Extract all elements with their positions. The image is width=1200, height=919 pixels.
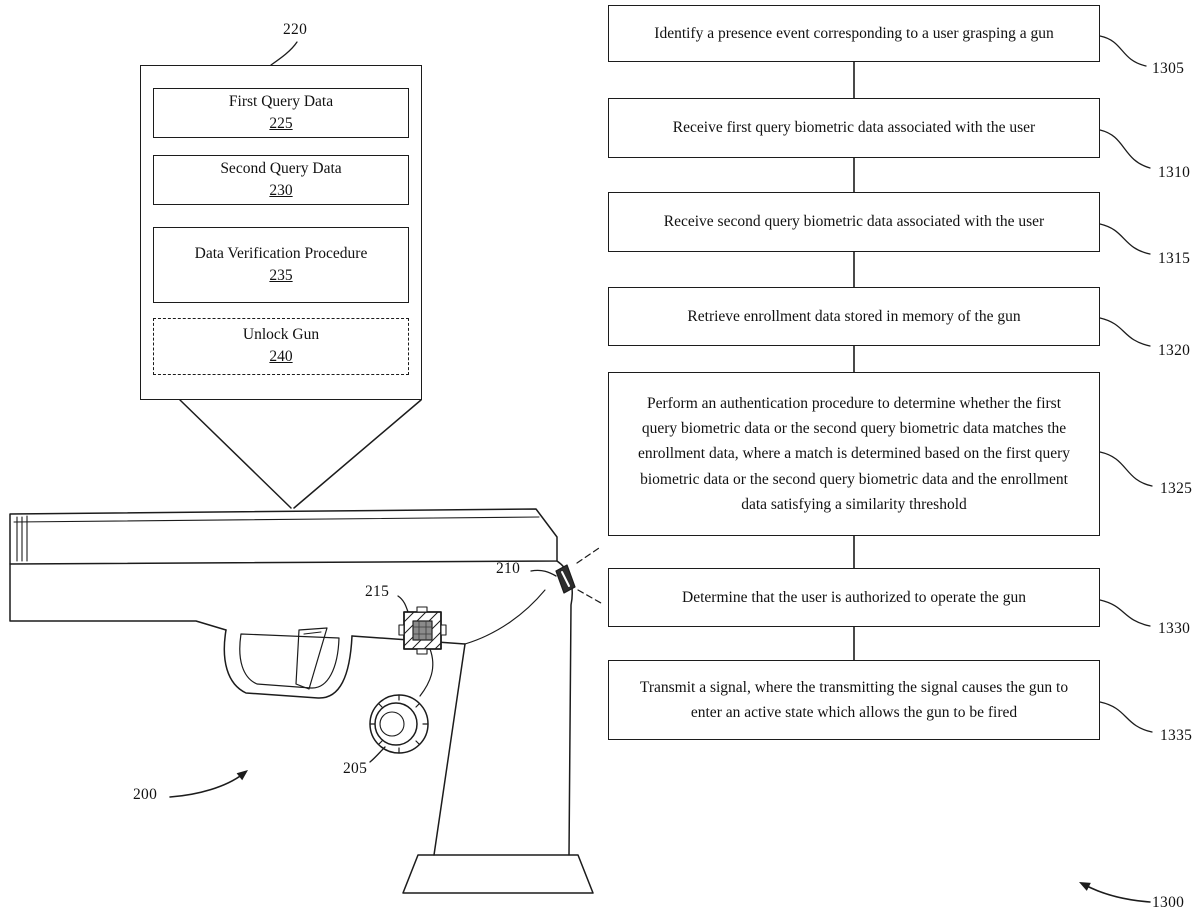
flow-step-text: Identify a presence event corresponding …: [654, 24, 1054, 42]
flow-step-identify-presence: Identify a presence event corresponding …: [608, 5, 1100, 62]
flow-step-determine-authorized: Determine that the user is authorized to…: [608, 568, 1100, 627]
arrow-200: [169, 770, 248, 798]
leader-220: [270, 41, 298, 66]
flow-step-receive-first-query: Receive first query biometric data assoc…: [608, 98, 1100, 158]
flow-step-text: Determine that the user is authorized to…: [682, 588, 1026, 606]
memory-item-title: Data Verification Procedure: [194, 244, 368, 262]
memory-item-data-verification: Data Verification Procedure 235: [153, 227, 409, 303]
ref-label-1325: 1325: [1160, 480, 1193, 497]
memory-item-ref: 235: [269, 266, 293, 284]
memory-item-ref: 230: [269, 181, 293, 199]
ref-label-1320: 1320: [1158, 342, 1191, 359]
ref-label-1300: 1300: [1152, 894, 1185, 911]
ref-label-205: 205: [343, 760, 368, 777]
memory-item-unlock-gun: Unlock Gun 240: [153, 318, 409, 375]
memory-item-ref: 225: [269, 114, 293, 132]
memory-item-title: Second Query Data: [220, 159, 342, 177]
leader-215: [397, 595, 409, 613]
ref-label-210: 210: [496, 560, 521, 577]
ref-label-215: 215: [365, 583, 390, 600]
flow-leader-lines: [1099, 35, 1153, 733]
memory-item-ref: 240: [269, 348, 293, 365]
ref-label-1335: 1335: [1160, 727, 1193, 744]
leader-205: [369, 746, 386, 763]
callout-triangle: [179, 399, 422, 509]
lens-icon: [369, 694, 429, 754]
arrow-1300: [1079, 882, 1151, 903]
ref-label-200: 200: [133, 786, 158, 803]
flow-step-retrieve-enrollment: Retrieve enrollment data stored in memor…: [608, 287, 1100, 346]
flow-step-text: Receive first query biometric data assoc…: [672, 119, 1036, 137]
ref-label-1315: 1315: [1158, 250, 1191, 267]
flow-step-authentication-procedure: Perform an authentication procedure to d…: [608, 372, 1100, 536]
flow-step-receive-second-query: Receive second query biometric data asso…: [608, 192, 1100, 252]
memory-item-title: First Query Data: [228, 92, 334, 110]
part-leader-lines: [369, 569, 557, 763]
flow-step-text: Retrieve enrollment data stored in memor…: [687, 307, 1021, 325]
memory-box: First Query Data 225 Second Query Data 2…: [140, 65, 422, 400]
memory-item-first-query-data: First Query Data 225: [153, 88, 409, 138]
leader-210: [530, 569, 557, 577]
flow-step-text: Receive second query biometric data asso…: [663, 213, 1045, 231]
sensor-icon: [398, 606, 447, 655]
memory-item-second-query-data: Second Query Data 230: [153, 155, 409, 205]
ref-label-1305: 1305: [1152, 60, 1185, 77]
ref-label-1310: 1310: [1158, 164, 1191, 181]
ref-label-220: 220: [283, 21, 308, 38]
rear-sight-icon: [555, 547, 602, 604]
flow-step-text: Transmit a signal, where the transmittin…: [639, 678, 1069, 721]
flow-step-text: Perform an authentication procedure to d…: [637, 395, 1071, 513]
flow-step-transmit-signal: Transmit a signal, where the transmittin…: [608, 660, 1100, 740]
ref-label-1330: 1330: [1158, 620, 1191, 637]
memory-item-title: Unlock Gun: [242, 326, 320, 344]
